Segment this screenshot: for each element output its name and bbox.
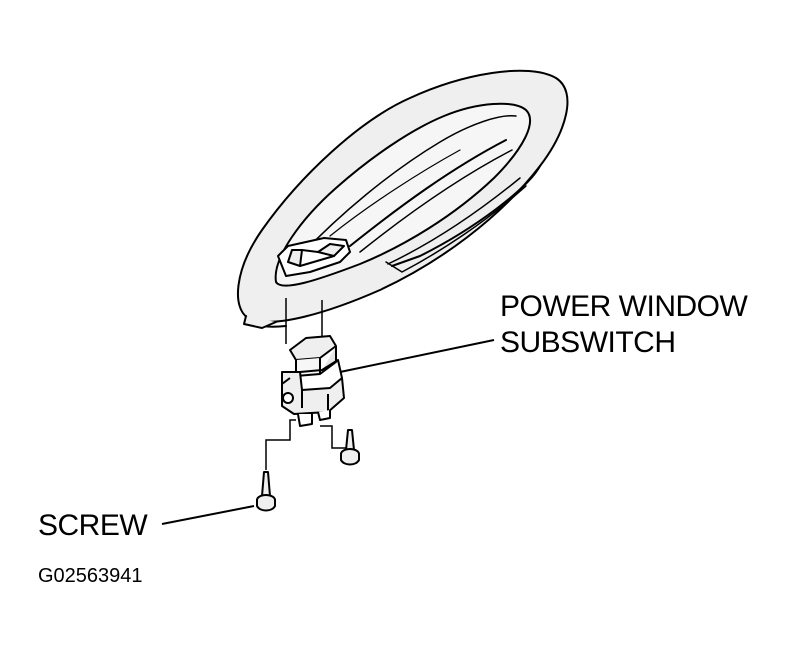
alignment-lines	[285, 298, 323, 344]
power-window-subswitch-label-line-2: SUBSWITCH	[500, 326, 676, 359]
screw-left	[256, 471, 276, 512]
figure-code: G02563941	[38, 565, 143, 587]
screw-label: SCREW	[38, 509, 148, 542]
screw-leader-line	[161, 505, 255, 525]
screw-alignment-lines	[265, 419, 352, 470]
power-window-subswitch	[281, 335, 345, 427]
power-window-subswitch-label-line-1: POWER WINDOW	[500, 290, 748, 323]
screw-right	[340, 429, 360, 466]
armrest-bezel	[237, 69, 569, 329]
subswitch-leader-line	[339, 339, 495, 373]
